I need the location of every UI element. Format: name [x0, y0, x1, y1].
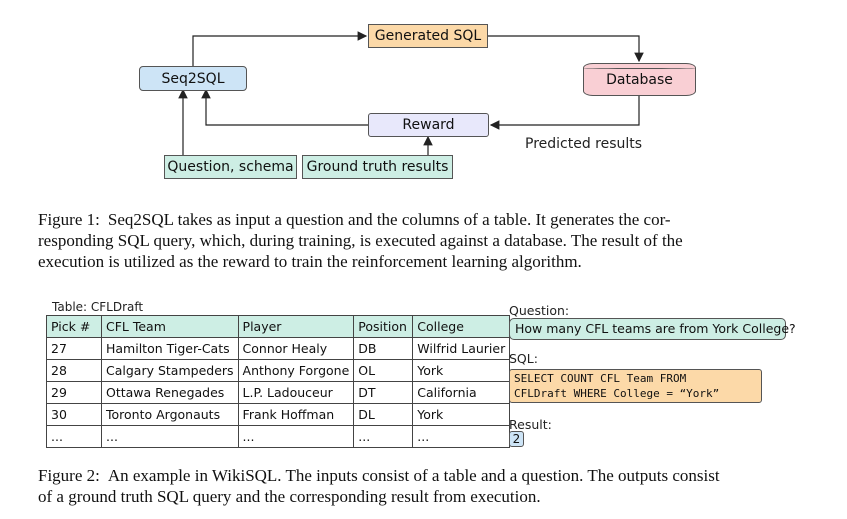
- cell-pick: 29: [46, 381, 102, 404]
- seq2sql-diagram: Seq2SQL Generated SQL Database Reward Pr…: [0, 0, 847, 200]
- sql-line2: CFLDraft WHERE College = “York”: [514, 387, 720, 400]
- cell-college: ...: [412, 425, 511, 448]
- cell-college: York: [412, 403, 511, 426]
- diagram-arrows: [178, 31, 644, 155]
- cell-team: ...: [101, 425, 239, 448]
- figure2-caption: Figure 2: An example in WikiSQL. The inpu…: [38, 465, 808, 507]
- sql-box: SELECT COUNT CFL Team FROM CFLDraft WHERE…: [509, 369, 762, 403]
- cfl-draft-table: Pick # CFL Team Player Position College …: [46, 315, 511, 448]
- cell-position: DT: [353, 381, 414, 404]
- figure1-line1-text: Seq2SQL takes as input a question and th…: [107, 210, 671, 229]
- cell-college: York: [412, 359, 511, 382]
- predicted-results-label: Predicted results: [525, 136, 643, 152]
- figure2-line2: of a ground truth SQL query and the corr…: [38, 487, 541, 506]
- table-row: 27 Hamilton Tiger-Cats Connor Healy DB W…: [46, 337, 511, 360]
- cell-position: DB: [353, 337, 414, 360]
- question-schema-label: Question, schema: [167, 159, 294, 175]
- cell-position: ...: [353, 425, 414, 448]
- cell-pick: ...: [46, 425, 102, 448]
- figure1-label: Figure 1:: [38, 210, 100, 229]
- cell-pick: 27: [46, 337, 102, 360]
- cell-player: ...: [237, 425, 355, 448]
- header-pick: Pick #: [46, 315, 102, 338]
- database-node: Database: [583, 63, 696, 96]
- reward-label: Reward: [402, 117, 455, 133]
- cell-position: OL: [353, 359, 414, 382]
- generated-sql-node: Generated SQL: [368, 24, 488, 48]
- cell-team: Toronto Argonauts: [101, 403, 239, 426]
- result-box: 2: [509, 431, 524, 447]
- table-row: 29 Ottawa Renegades L.P. Ladouceur DT Ca…: [46, 381, 511, 404]
- result-label: Result:: [509, 417, 552, 432]
- table-row: 30 Toronto Argonauts Frank Hoffman DL Yo…: [46, 403, 511, 426]
- cell-pick: 30: [46, 403, 102, 426]
- figure1-line2: responding SQL query, which, during trai…: [38, 231, 683, 250]
- cell-college: Wilfrid Laurier: [412, 337, 511, 360]
- question-box: How many CFL teams are from York College…: [509, 318, 796, 340]
- question-schema-node: Question, schema: [164, 155, 297, 179]
- cell-position: DL: [353, 403, 414, 426]
- cell-team: Calgary Stampeders: [101, 359, 239, 382]
- arrow-database-to-reward: [489, 96, 640, 130]
- cell-player: Frank Hoffman: [237, 403, 355, 426]
- table-row: 28 Calgary Stampeders Anthony Forgone OL…: [46, 359, 511, 382]
- database-label: Database: [606, 71, 673, 88]
- figure2-label: Figure 2:: [38, 466, 100, 485]
- cell-pick: 28: [46, 359, 102, 382]
- seq2sql-node: Seq2SQL: [139, 66, 247, 91]
- ground-truth-label: Ground truth results: [306, 159, 449, 175]
- sql-line1: SELECT COUNT CFL Team FROM: [514, 372, 687, 385]
- figure1-line1: Figure 1: Seq2SQL takes as input a questi…: [38, 209, 808, 230]
- table-header-row: Pick # CFL Team Player Position College: [46, 315, 511, 338]
- header-position: Position: [353, 315, 414, 338]
- figure2-line1-text: An example in WikiSQL. The inputs consis…: [107, 466, 720, 485]
- cell-player: Connor Healy: [237, 337, 355, 360]
- seq2sql-label: Seq2SQL: [161, 70, 225, 87]
- table-title: Table: CFLDraft: [52, 300, 144, 314]
- header-cfl-team: CFL Team: [101, 315, 239, 338]
- ground-truth-node: Ground truth results: [302, 155, 453, 179]
- arrow-generated-sql-to-database: [488, 35, 644, 63]
- cell-player: Anthony Forgone: [237, 359, 355, 382]
- reward-node: Reward: [368, 113, 489, 137]
- cell-college: California: [412, 381, 511, 404]
- figure2-line1: Figure 2: An example in WikiSQL. The inpu…: [38, 465, 808, 486]
- question-label: Question:: [509, 303, 570, 318]
- figure1-caption: Figure 1: Seq2SQL takes as input a questi…: [38, 209, 808, 272]
- cell-team: Ottawa Renegades: [101, 381, 239, 404]
- arrow-seq2sql-to-generated-sql: [192, 31, 368, 66]
- generated-sql-label: Generated SQL: [374, 28, 482, 44]
- table-row: ... ... ... ... ...: [46, 425, 511, 448]
- header-player: Player: [237, 315, 355, 338]
- cell-player: L.P. Ladouceur: [237, 381, 355, 404]
- arrow-reward-to-seq2sql: [201, 88, 368, 126]
- cell-team: Hamilton Tiger-Cats: [101, 337, 239, 360]
- figure1-line3: execution is utilized as the reward to t…: [38, 252, 582, 271]
- sql-label: SQL:: [509, 351, 538, 366]
- header-college: College: [412, 315, 511, 338]
